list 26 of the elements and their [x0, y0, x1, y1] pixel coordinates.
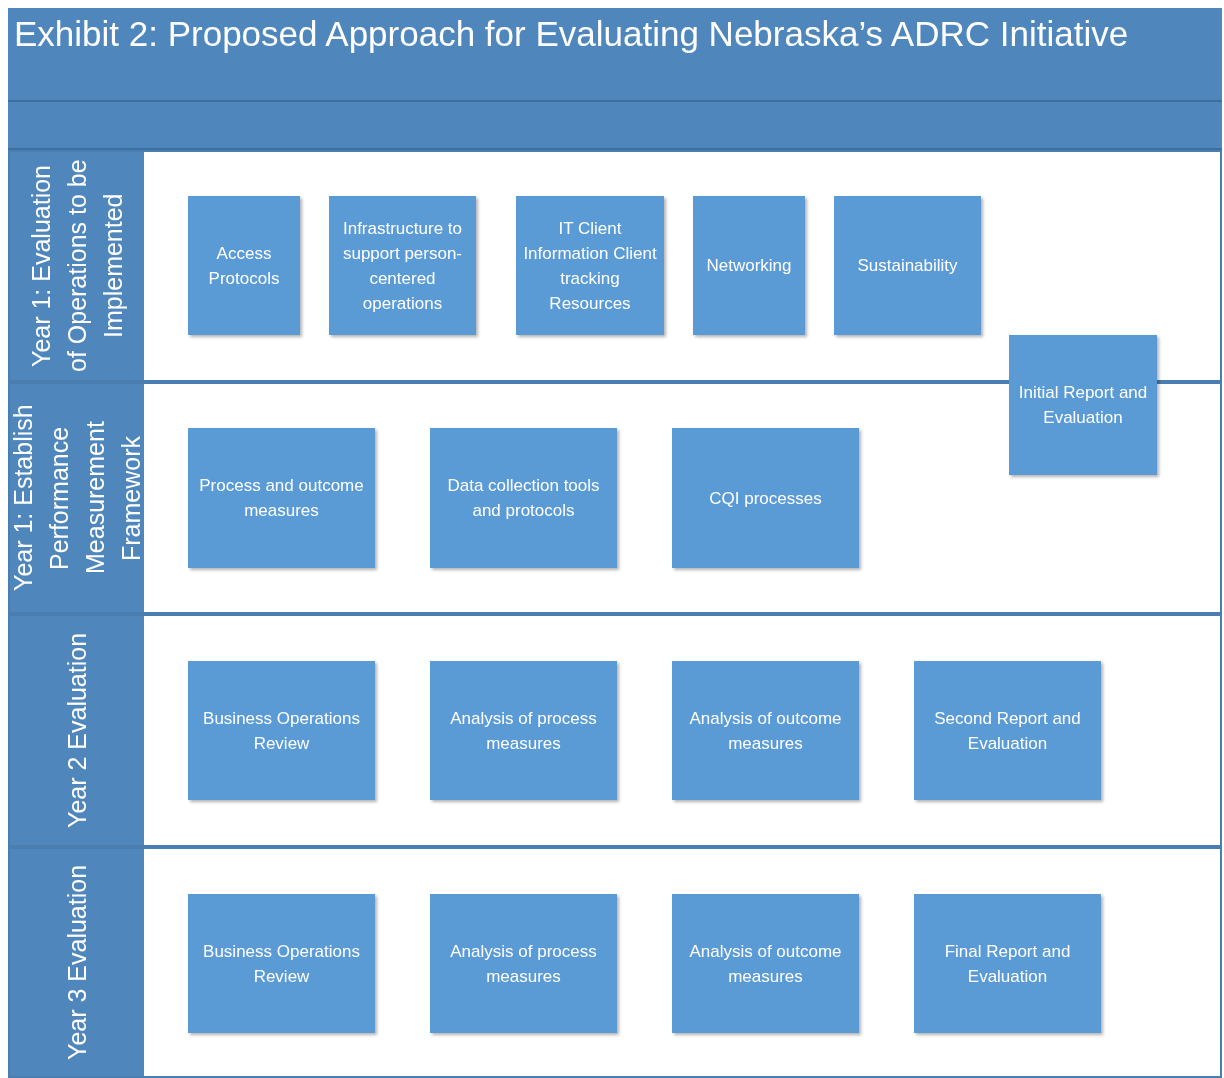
swimlane: [8, 150, 1222, 382]
process-box: Data collection tools and protocols: [430, 428, 617, 568]
process-box: Final Report and Evaluation: [914, 894, 1101, 1033]
lane-title: Year 2 Evaluation: [10, 616, 144, 845]
process-box: Analysis of process measures: [430, 661, 617, 800]
process-box: Infrastructure to support person-centered operations: [329, 196, 476, 335]
lane-title: Year 1: Establish Performance Measurement Framework: [10, 384, 144, 612]
diagram-title: Exhibit 2: Proposed Approach for Evaluating Nebraska’s ADRC Initiative: [8, 8, 1222, 102]
lane-title: Year 1: Evaluation of Operations to be Implemented: [10, 152, 144, 380]
process-box: IT Client Information Client tracking Resources: [516, 196, 664, 335]
swimlane: [8, 614, 1222, 847]
process-box: Business Operations Review: [188, 894, 375, 1033]
process-box: Process and outcome measures: [188, 428, 375, 568]
process-box: Second Report and Evaluation: [914, 661, 1101, 800]
swimlane: [8, 382, 1222, 614]
process-box: Analysis of process measures: [430, 894, 617, 1033]
process-box: Networking: [693, 196, 805, 335]
process-box: Business Operations Review: [188, 661, 375, 800]
process-box: Analysis of outcome measures: [672, 661, 859, 800]
lane-title: Year 3 Evaluation: [10, 849, 144, 1076]
process-box: Analysis of outcome measures: [672, 894, 859, 1033]
process-box: Access Protocols: [188, 196, 300, 335]
swimlane: [8, 847, 1222, 1078]
process-box: Initial Report and Evaluation: [1009, 335, 1157, 475]
process-box: Sustainability: [834, 196, 981, 335]
process-box: CQI processes: [672, 428, 859, 568]
